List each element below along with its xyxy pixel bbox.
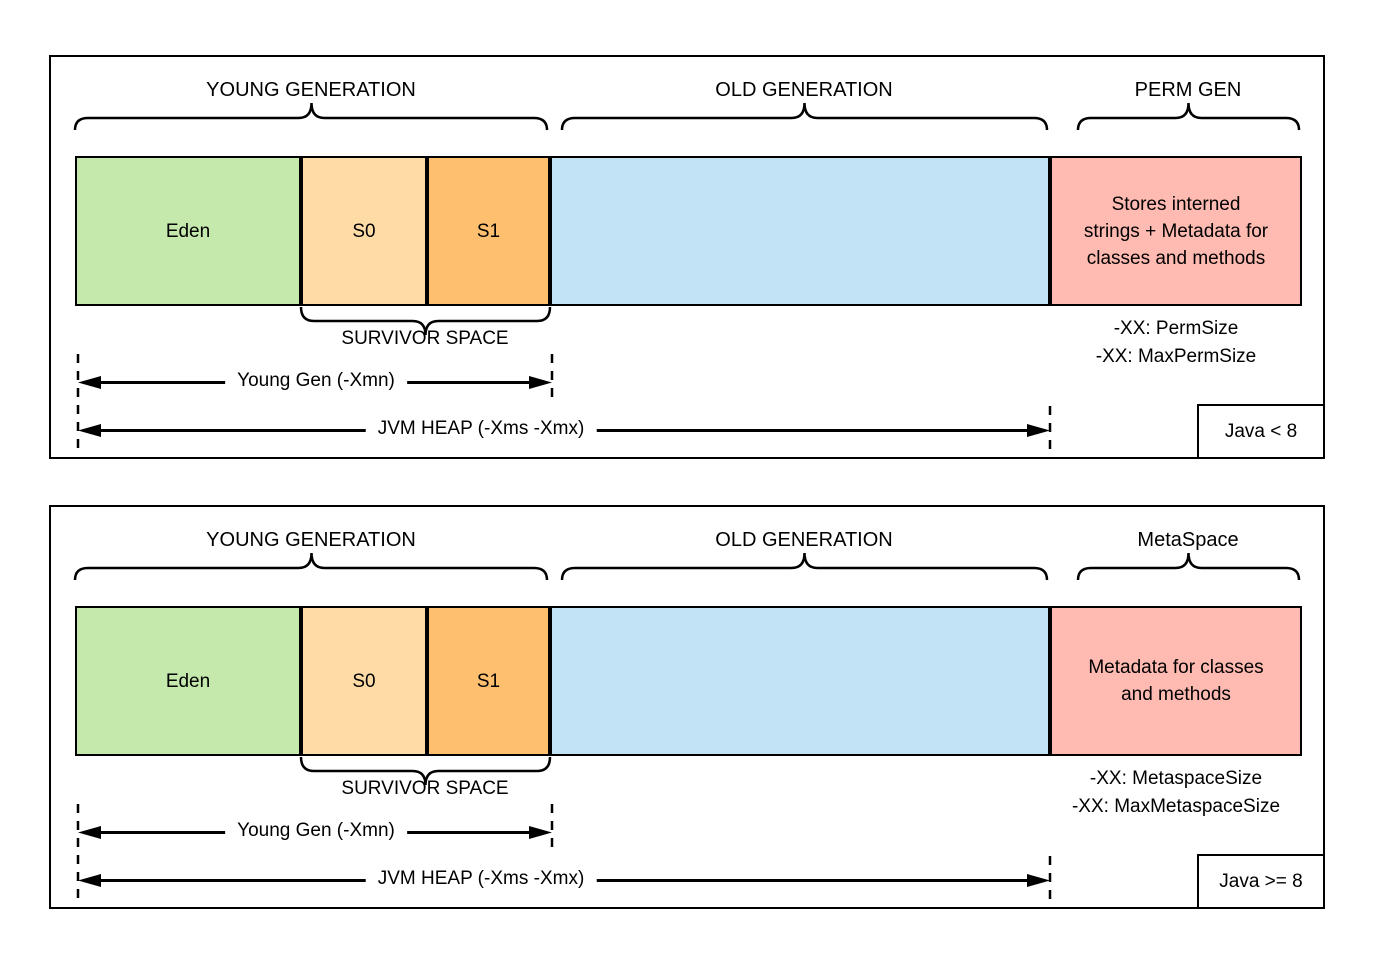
panel-decorations [73, 552, 1301, 906]
old-generation-brace [560, 552, 1049, 581]
java-version-label: Java >= 8 [1219, 870, 1303, 892]
s0-box: S0 [301, 606, 427, 756]
eden-box: Eden [75, 606, 301, 756]
s1-box: S1 [427, 156, 550, 306]
survivor-space-label: SURVIVOR SPACE [341, 328, 509, 349]
jvm-heap-arrow-label: JVM HEAP (-Xms -Xmx) [365, 418, 597, 439]
metaspace-size-flag: -XX: MetaspaceSize [1089, 768, 1263, 789]
young-generation-brace [73, 552, 549, 581]
old-generation-box [550, 606, 1050, 756]
dashed-guides [76, 354, 1052, 456]
s0-box: S0 [301, 156, 427, 306]
old-generation-box [550, 156, 1050, 306]
young-gen-arrow-label: Young Gen (-Xmn) [225, 370, 407, 391]
survivor-space-brace [299, 756, 552, 786]
young-generation-brace [73, 102, 549, 131]
survivor-space-label: SURVIVOR SPACE [341, 778, 509, 799]
max-metaspace-size-flag: -XX: MaxMetaspaceSize [1071, 796, 1281, 817]
panel-java-gte-8: YOUNG GENERATION OLD GENERATION MetaSpac… [49, 505, 1325, 909]
young-generation-label: YOUNG GENERATION [206, 529, 416, 551]
metaspace-flags: -XX: MetaspaceSize -XX: MaxMetaspaceSize [1050, 765, 1302, 821]
metaspace-label: MetaSpace [1137, 529, 1239, 551]
young-gen-arrow-label: Young Gen (-Xmn) [225, 820, 407, 841]
perm-gen-box: Stores interned strings + Metadata for c… [1050, 156, 1302, 306]
perm-flags: -XX: PermSize -XX: MaxPermSize [1050, 315, 1302, 371]
perm-size-flag: -XX: PermSize [1113, 318, 1239, 339]
eden-box: Eden [75, 156, 301, 306]
s1-box: S1 [427, 606, 550, 756]
perm-gen-brace [1076, 102, 1301, 131]
dashed-guides [76, 804, 1052, 906]
metaspace-box: Metadata for classes and methods [1050, 606, 1302, 756]
old-generation-label: OLD GENERATION [715, 529, 893, 551]
max-perm-size-flag: -XX: MaxPermSize [1095, 346, 1257, 367]
java-version-box: Java < 8 [1197, 404, 1325, 459]
old-generation-label: OLD GENERATION [715, 79, 893, 101]
metaspace-brace [1076, 552, 1301, 581]
survivor-space-brace [299, 306, 552, 336]
old-generation-brace [560, 102, 1049, 131]
panel-java-lt-8: YOUNG GENERATION OLD GENERATION PERM GEN… [49, 55, 1325, 459]
perm-gen-label: PERM GEN [1134, 79, 1242, 101]
java-version-box: Java >= 8 [1197, 854, 1325, 909]
jvm-heap-arrow-label: JVM HEAP (-Xms -Xmx) [365, 868, 597, 889]
young-generation-label: YOUNG GENERATION [206, 79, 416, 101]
java-version-label: Java < 8 [1224, 420, 1298, 442]
